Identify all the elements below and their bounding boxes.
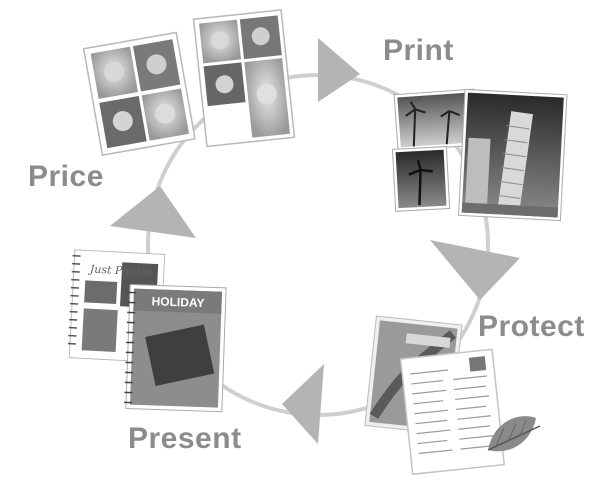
print-tower-photo <box>457 88 568 222</box>
step-label-protect: Protect <box>478 310 585 343</box>
bound-holiday-report <box>124 283 227 413</box>
print-palm-photo <box>391 146 451 212</box>
step-label-price: Price <box>28 160 104 193</box>
step-label-print: Print <box>383 34 454 67</box>
holiday-cover-title: HOLIDAY <box>151 294 204 310</box>
portrait-sheet-left <box>82 31 196 157</box>
leaf-icon <box>487 416 541 452</box>
arrow-to-print-icon <box>318 38 360 102</box>
arrow-to-price-icon <box>110 186 196 238</box>
arrow-to-present-icon <box>282 364 324 444</box>
laminated-menu <box>399 348 506 476</box>
print-beach-photo <box>393 88 479 152</box>
arrow-to-protect-icon <box>430 240 520 300</box>
album-cover-title: Just Photos <box>88 262 154 278</box>
step-label-present: Present <box>128 422 242 455</box>
portrait-sheet-right <box>192 9 296 148</box>
